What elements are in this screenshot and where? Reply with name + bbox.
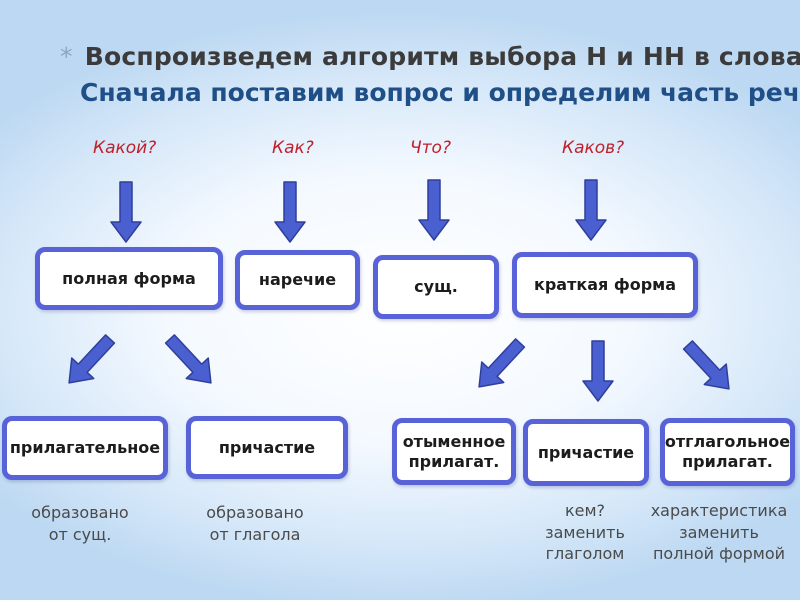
box-deverbal-adjective: отглагольное прилагат. (660, 418, 795, 486)
box-noun: сущ. (373, 255, 499, 319)
note-deverbal-line-3: полной формой (652, 544, 786, 564)
bullet-star: * (60, 42, 73, 71)
question-chto: Что? (410, 138, 451, 158)
box-full-form: полная форма (35, 247, 223, 310)
arrow-down-icon (575, 179, 607, 241)
note-participle-left: образовано от глагола (185, 502, 325, 545)
arrow-down-left-icon (467, 332, 532, 398)
box-denominal-adjective: отыменное прилагат. (392, 418, 516, 485)
box-denominal-line-2: прилагат. (408, 451, 500, 471)
note-participle-left-line-1: образовано (206, 503, 304, 522)
title-line-1: * Воспроизведем алгоритм выбора Н и НН в … (60, 42, 800, 71)
note-adjective-line-2: от сущ. (48, 524, 112, 544)
arrow-down-icon (418, 179, 450, 241)
arrow-down-left-icon (57, 328, 122, 394)
arrow-down-icon (274, 181, 306, 243)
note-participle-right: кем? заменить глаголом (525, 500, 645, 565)
title-line-2: Сначала поставим вопрос и определим част… (80, 78, 800, 107)
box-participle-left: причастие (186, 416, 348, 479)
note-participle-right-line-1: кем? (564, 501, 606, 520)
box-adverb: наречие (235, 250, 360, 310)
box-short-form: краткая форма (512, 252, 698, 318)
note-adjective: образовано от сущ. (10, 502, 150, 545)
note-adjective-line-1: образовано (31, 503, 129, 522)
note-participle-right-line-3: глаголом (545, 544, 625, 564)
question-kakoy: Какой? (93, 138, 157, 158)
note-deverbal-line-1: характеристика (650, 501, 788, 520)
question-kak: Как? (272, 138, 314, 158)
note-participle-left-line-2: от глагола (209, 524, 301, 544)
box-deverbal-line-2: прилагат. (682, 452, 773, 471)
arrow-down-right-icon (676, 334, 741, 400)
arrow-down-icon (582, 340, 614, 402)
note-participle-right-line-2: заменить (545, 522, 625, 542)
box-participle-right: причастие (523, 419, 649, 486)
arrow-down-icon (110, 181, 142, 243)
box-adjective: прилагательное (2, 416, 168, 480)
arrow-down-right-icon (158, 328, 223, 394)
title-line-1-text: Воспроизведем алгоритм выбора Н и НН в с… (84, 42, 800, 71)
question-kakov: Каков? (562, 138, 625, 158)
box-denominal-line-1: отыменное (402, 431, 506, 451)
note-deverbal-line-2: заменить (679, 522, 759, 542)
note-deverbal-adjective: характеристика заменить полной формой (640, 500, 798, 565)
box-deverbal-line-1: отглагольное (664, 432, 791, 451)
